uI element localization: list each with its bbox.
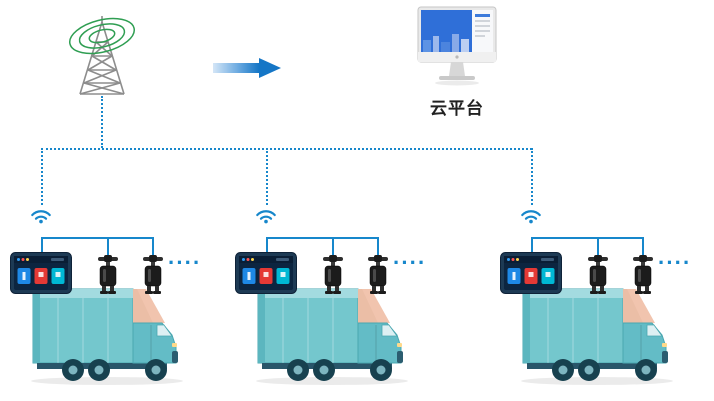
vehicle-group-3: ···· [500, 205, 700, 401]
device-bus-line [41, 237, 153, 239]
radio-tower-icon [55, 8, 150, 103]
sensor-device-icon [630, 255, 656, 300]
sensor-device-icon [585, 255, 611, 300]
connector-drop-2 [266, 148, 268, 205]
vehicle-group-1: ···· [10, 205, 210, 401]
connector-drop-3 [531, 148, 533, 205]
vehicle-group-2: ···· [235, 205, 435, 401]
signal-waves-icon [68, 17, 136, 55]
more-sensors-ellipsis: ···· [658, 250, 692, 275]
vehicle-display-device-icon [10, 252, 72, 299]
sensor-device-icon [140, 255, 166, 300]
more-sensors-ellipsis: ···· [393, 250, 427, 275]
device-bus-drop [597, 237, 599, 256]
sensor-device-icon [95, 255, 121, 300]
device-bus-drop [266, 237, 268, 252]
connector-tower-drop [101, 96, 103, 148]
device-bus-drop [531, 237, 533, 252]
more-sensors-ellipsis: ···· [168, 250, 202, 275]
vehicle-display-device-icon [500, 252, 562, 299]
connector-rail [41, 148, 532, 150]
sensor-device-icon [320, 255, 346, 300]
device-bus-drop [332, 237, 334, 256]
device-bus-drop [642, 237, 644, 256]
device-bus-drop [41, 237, 43, 252]
flow-arrow-icon [213, 56, 283, 85]
wifi-icon [520, 207, 542, 229]
device-bus-line [531, 237, 643, 239]
device-bus-drop [152, 237, 154, 256]
device-bus-drop [107, 237, 109, 256]
connector-drop-1 [41, 148, 43, 205]
device-bus-drop [377, 237, 379, 256]
vehicle-display-device-icon [235, 252, 297, 299]
cloud-platform-monitor-icon [412, 6, 502, 95]
sensor-device-icon [365, 255, 391, 300]
cloud-platform-label: 云平台 [430, 99, 484, 118]
wifi-icon [30, 207, 52, 229]
device-bus-line [266, 237, 378, 239]
wifi-icon [255, 207, 277, 229]
